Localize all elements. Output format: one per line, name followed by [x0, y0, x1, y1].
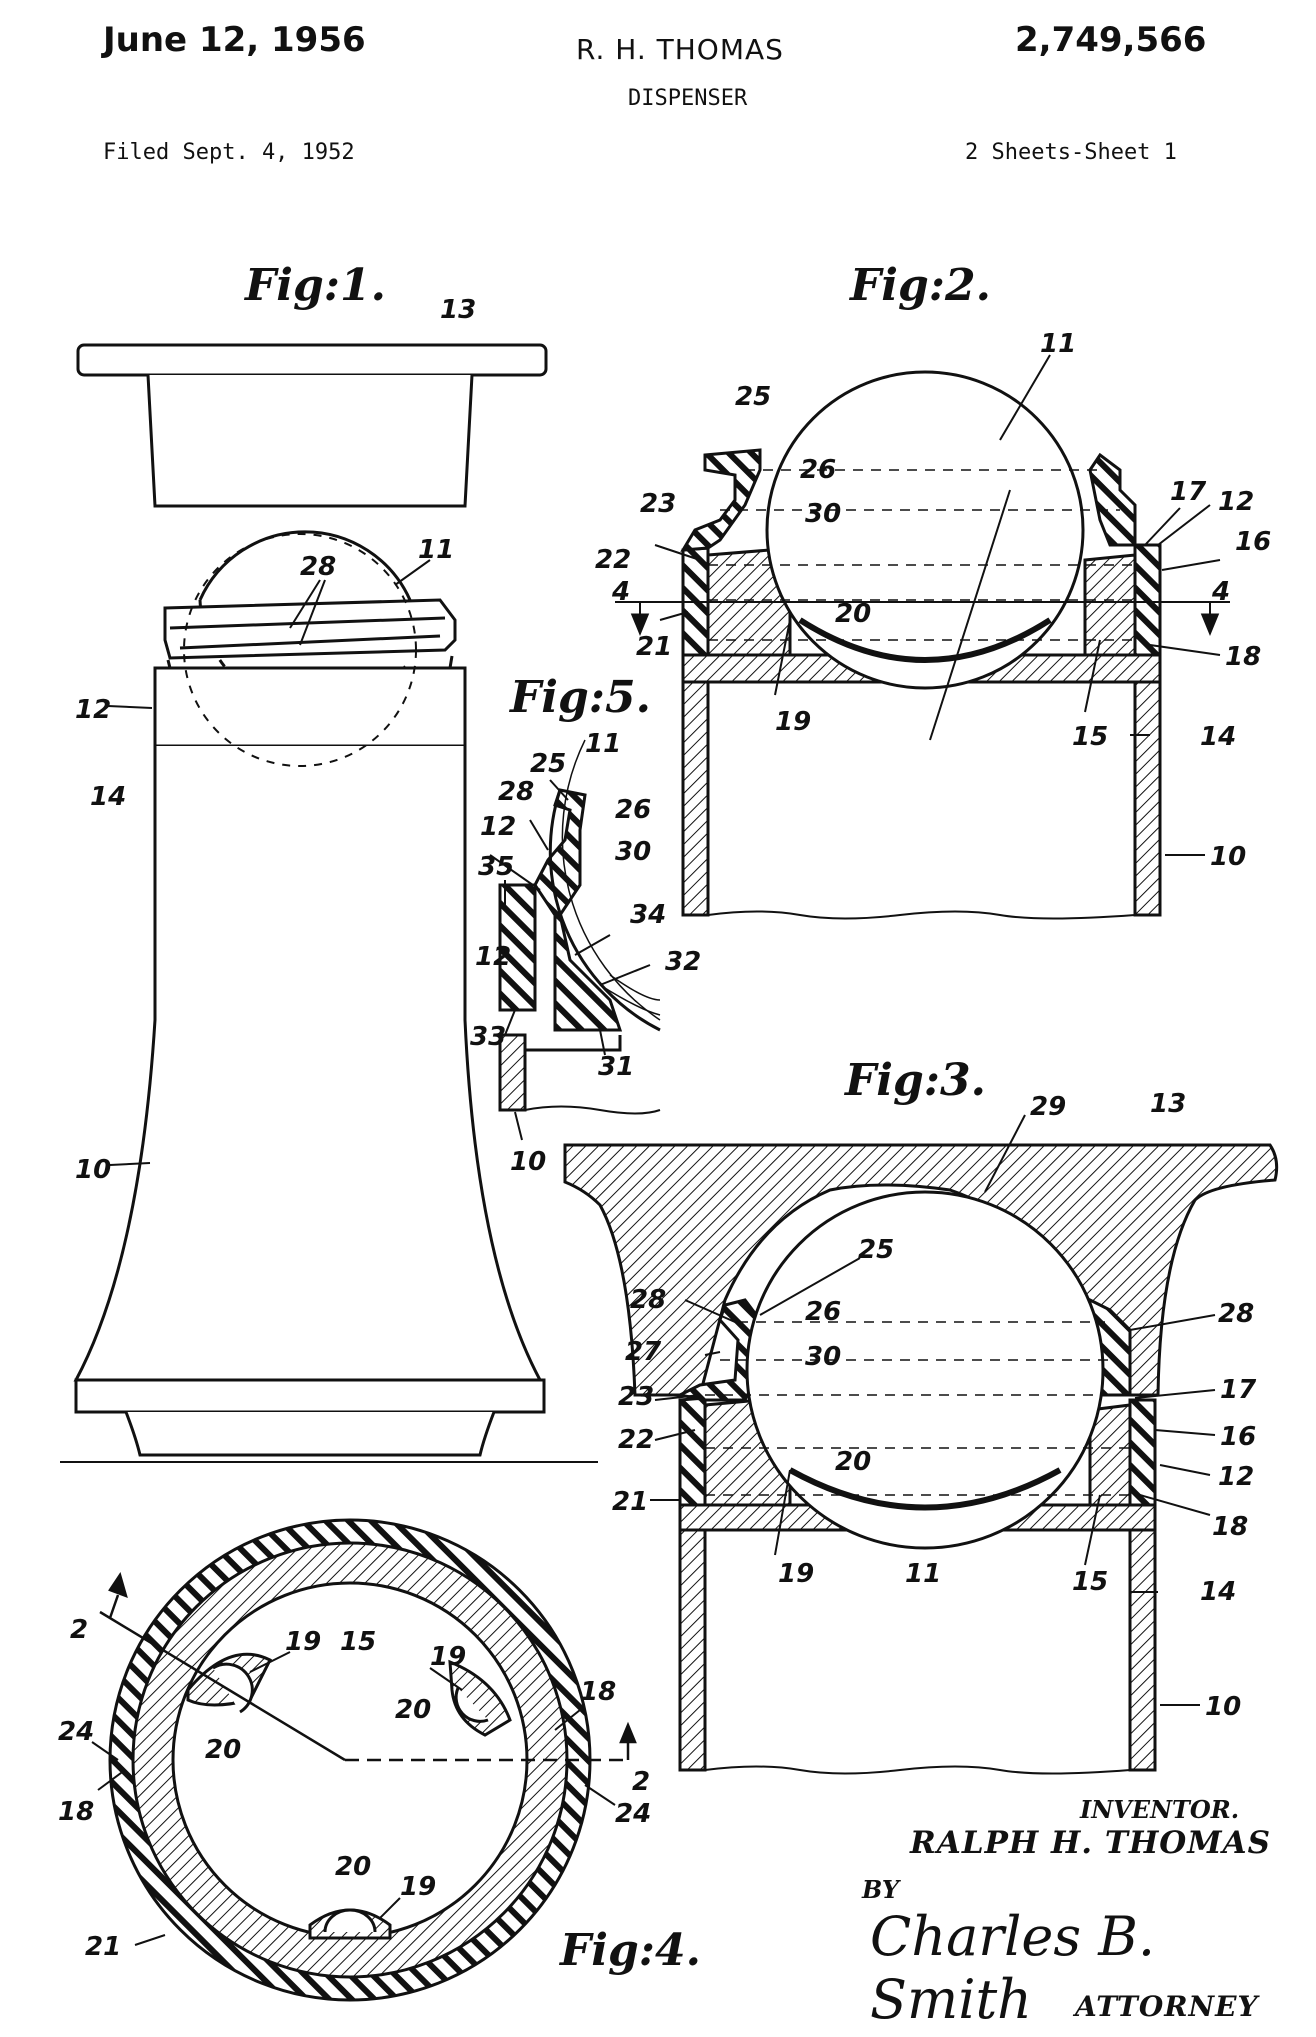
fig1-leaders [107, 559, 431, 1166]
fig2-leaders [654, 354, 1221, 856]
fig4-ref-18a: 18 [580, 1677, 616, 1707]
fig1-ref-14: 14 [90, 782, 126, 812]
patent-number: 2,749,566 [1015, 20, 1207, 60]
fig3-ref-11: 11 [905, 1559, 941, 1589]
fig2-ref-26: 26 [800, 455, 836, 485]
fig3-ref-27: 27 [625, 1337, 662, 1367]
fig4-ref-18b: 18 [58, 1797, 94, 1827]
fig3-ref-30: 30 [805, 1342, 841, 1372]
fig1-ref-12: 12 [75, 695, 111, 725]
fig3-label: Fig:3. [843, 1055, 986, 1106]
filed-date: Filed Sept. 4, 1952 [103, 140, 355, 165]
fig3-ref-29: 29 [1030, 1092, 1066, 1122]
fig5-drawing [498, 739, 661, 1115]
fig4-ref-20a: 20 [395, 1695, 431, 1725]
fig5-ref-12b: 12 [475, 942, 511, 972]
fig3-ref-23: 23 [618, 1382, 654, 1412]
inventor-name-header: R. H. THOMAS [576, 33, 784, 66]
fig3-ref-10: 10 [1205, 1692, 1241, 1722]
fig5-ref-30: 30 [615, 837, 651, 867]
fig3-ref-19: 19 [778, 1559, 814, 1589]
fig2-ref-30: 30 [805, 499, 841, 529]
fig3-ref-28a: 28 [630, 1285, 666, 1315]
fig4-ref-2a: 2 [70, 1615, 88, 1645]
fig5-ref-35: 35 [478, 852, 514, 882]
fig4-ref-2b: 2 [632, 1767, 650, 1797]
fig2-ref-17: 17 [1170, 477, 1207, 507]
fig2-drawing [615, 370, 1230, 920]
fig5-ref-25: 25 [530, 749, 566, 779]
fig5-leaders [489, 779, 651, 1141]
fig4-ref-24a: 24 [58, 1717, 94, 1747]
patent-title: DISPENSER [628, 86, 748, 111]
fig2-ref-10: 10 [1210, 842, 1246, 872]
fig4-ref-20c: 20 [335, 1852, 371, 1882]
fig3-ref-21: 21 [612, 1487, 648, 1517]
fig2-ref-22: 22 [595, 545, 631, 575]
fig1-drawing [60, 343, 598, 1463]
fig2-label: Fig:2. [848, 260, 991, 311]
fig4-ref-19a: 19 [285, 1627, 321, 1657]
fig5-ref-11: 11 [585, 729, 621, 759]
fig5-ref-33: 33 [470, 1022, 506, 1052]
sheet-count: 2 Sheets-Sheet 1 [965, 140, 1177, 165]
fig2-ref-12: 12 [1218, 487, 1254, 517]
fig2-ref-4b: 4 [1211, 577, 1230, 607]
fig2-ref-14: 14 [1200, 722, 1236, 752]
inventor-name: RALPH H. THOMAS [910, 1825, 1271, 1861]
fig1-ref-11: 11 [418, 535, 454, 565]
fig5-ref-32: 32 [665, 947, 701, 977]
fig5-ref-31: 31 [598, 1052, 634, 1082]
fig2-ref-16: 16 [1235, 527, 1271, 557]
fig2-ref-20: 20 [835, 599, 871, 629]
fig1-ref-13: 13 [440, 295, 476, 325]
fig3-ref-14: 14 [1200, 1577, 1236, 1607]
fig3-ref-20: 20 [835, 1447, 871, 1477]
fig1-label: Fig:1. [243, 260, 386, 311]
fig3-ref-15: 15 [1072, 1567, 1108, 1597]
fig2-ref-25: 25 [735, 382, 771, 412]
fig5-ref-28: 28 [498, 777, 534, 807]
fig3-ref-26: 26 [805, 1297, 841, 1327]
fig4-ref-21: 21 [85, 1932, 121, 1962]
attorney-label: ATTORNEY [1075, 1990, 1259, 2023]
fig4-ref-20b: 20 [205, 1735, 241, 1765]
fig4-ref-19c: 19 [400, 1872, 436, 1902]
fig3-leaders [650, 1114, 1216, 1706]
fig4-label: Fig:4. [558, 1925, 701, 1976]
fig2-ref-18: 18 [1225, 642, 1261, 672]
fig4-ref-19b: 19 [430, 1642, 466, 1672]
patent-date: June 12, 1956 [103, 20, 366, 60]
fig2-ref-4a: 4 [611, 577, 630, 607]
fig4-section-line [99, 1572, 637, 1762]
fig5-ref-34: 34 [630, 900, 666, 930]
fig3-ref-17: 17 [1220, 1375, 1257, 1405]
fig4-ref-24b: 24 [615, 1799, 651, 1829]
fig3-ref-25: 25 [858, 1235, 894, 1265]
fig3-ref-16: 16 [1220, 1422, 1256, 1452]
fig2-ref-15: 15 [1072, 722, 1108, 752]
inventor-label: INVENTOR. [1080, 1795, 1240, 1824]
fig1-ref-10: 10 [75, 1155, 111, 1185]
fig5-ref-12a: 12 [480, 812, 516, 842]
fig3-ref-28b: 28 [1218, 1299, 1254, 1329]
fig3-ref-18: 18 [1212, 1512, 1248, 1542]
fig2-ref-19: 19 [775, 707, 811, 737]
fig4-leaders [91, 1651, 616, 1946]
by-label: BY [862, 1875, 899, 1904]
fig3-ref-12: 12 [1218, 1462, 1254, 1492]
fig2-ref-11: 11 [1040, 329, 1076, 359]
fig5-ref-10: 10 [510, 1147, 546, 1177]
fig3-drawing [563, 1143, 1279, 1775]
fig2-ref-23: 23 [640, 489, 676, 519]
fig3-ref-22: 22 [618, 1425, 654, 1455]
fig5-label: Fig:5. [508, 672, 651, 723]
fig1-ref-28: 28 [300, 552, 336, 582]
fig2-ref-21: 21 [636, 632, 672, 662]
attorney-signature: Charles B. Smith [870, 1905, 1156, 2031]
fig3-ref-13: 13 [1150, 1089, 1186, 1119]
fig4-ref-15: 15 [340, 1627, 376, 1657]
fig5-ref-26: 26 [615, 795, 651, 825]
